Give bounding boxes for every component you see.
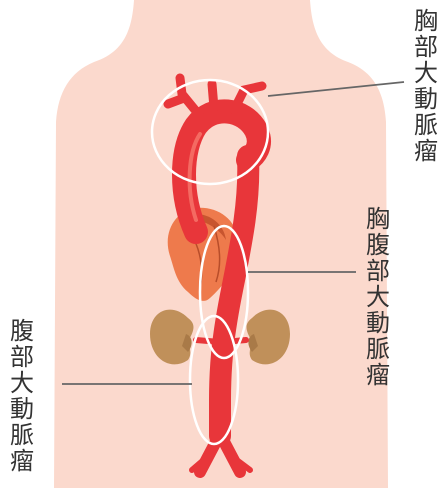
thoracoabdominal-aneurysm-label: 胸腹部大動脈瘤 [364, 206, 392, 388]
abdominal-aneurysm-label: 腹部大動脈瘤 [8, 318, 36, 474]
thoracic-aneurysm-label: 胸部大動脈瘤 [412, 8, 440, 164]
